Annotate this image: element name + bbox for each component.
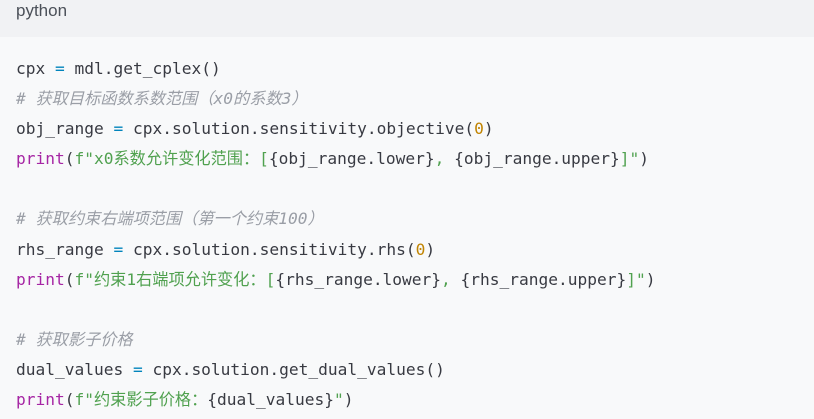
code-line: dual_values = cpx.solution.get_dual_valu…: [16, 359, 445, 379]
code-area[interactable]: cpx = mdl.get_cplex() # 获取目标函数系数范围（x0的系数3…: [16, 54, 814, 415]
code-line: rhs_range = cpx.solution.sensitivity.rhs…: [16, 239, 436, 259]
code-line: cpx = mdl.get_cplex(): [16, 59, 221, 78]
code-line: [16, 174, 814, 204]
code-line: obj_range = cpx.solution.sensitivity.obj…: [16, 119, 494, 139]
code-line: print(f"约束影子价格：{dual_values}"): [16, 390, 354, 410]
language-label: python: [16, 0, 68, 20]
code-line: # 获取影子价格: [16, 329, 133, 349]
code-line: [16, 295, 814, 325]
code-line: # 获取约束右端项范围（第一个约束100）: [16, 209, 324, 229]
code-line: print(f"约束1右端项允许变化：[{rhs_range.lower}, {…: [16, 269, 656, 289]
code-line: print(f"x0系数允许变化范围：[{obj_range.lower}, {…: [16, 149, 650, 169]
code-block-header: python: [0, 0, 814, 37]
code-line: # 获取目标函数系数范围（x0的系数3）: [16, 89, 308, 109]
